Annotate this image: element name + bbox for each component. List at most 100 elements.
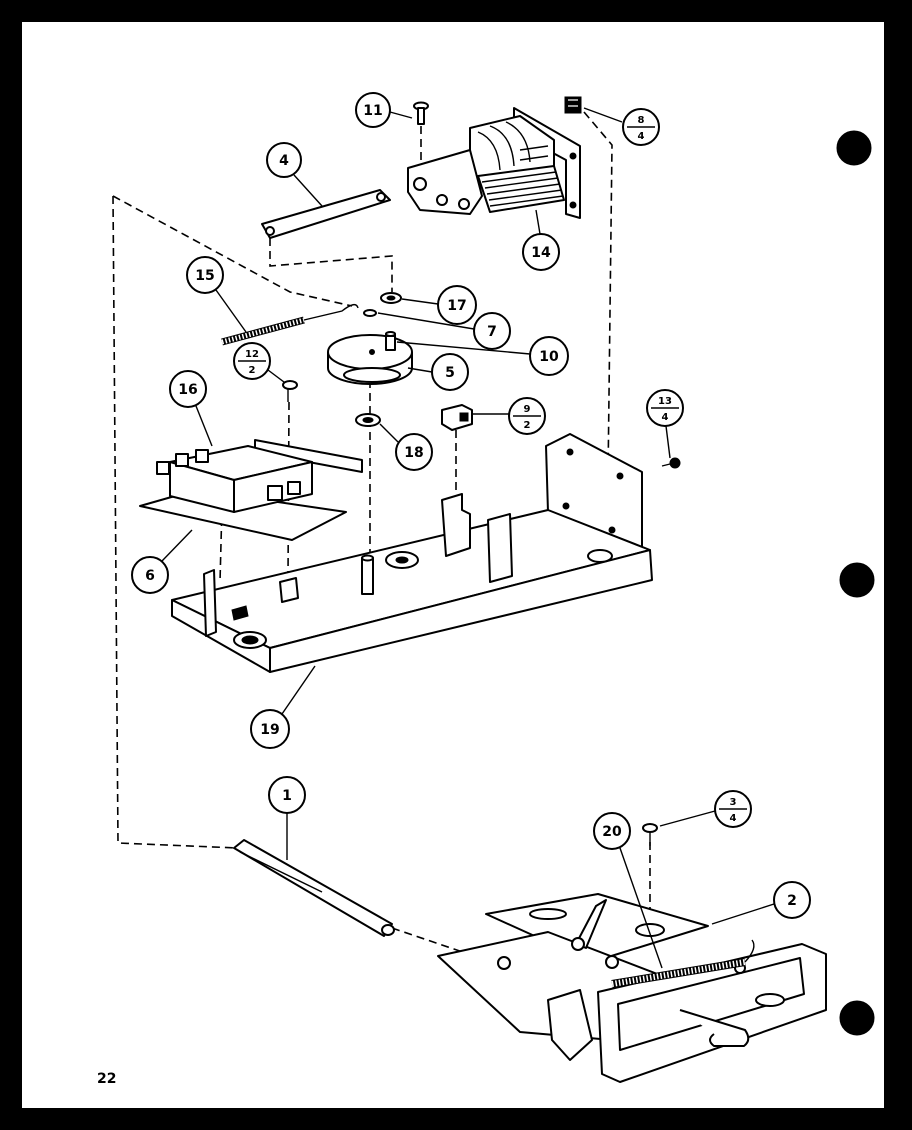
callout-2: 2 [711, 881, 811, 925]
callout-label: 18 [404, 445, 423, 461]
punch-hole [836, 130, 872, 166]
washer-7 [363, 309, 377, 317]
leader-line [711, 903, 775, 925]
callout-12-over-2: 12 2 [233, 342, 285, 383]
chassis-tab [203, 569, 217, 637]
callout-circle [431, 353, 469, 391]
chassis-hole-center [395, 556, 409, 564]
switch-terminal [195, 449, 209, 463]
washer-17 [380, 292, 402, 304]
callout-11: 11 [355, 92, 413, 128]
callout-17: 17 [401, 285, 477, 325]
punch-hole [839, 562, 875, 598]
chassis-side-bracket [545, 433, 643, 551]
callout-1: 1 [268, 776, 306, 860]
foot-hole [458, 198, 470, 210]
link-hole [265, 226, 275, 236]
switch-tab [267, 485, 283, 501]
callout-circle [355, 92, 391, 128]
leader-line [583, 107, 623, 123]
bracket-hole [566, 448, 574, 456]
shaft-1 [233, 839, 395, 937]
callout-circle [266, 142, 302, 178]
callout-10: 10 [396, 336, 569, 376]
screw-11 [413, 101, 429, 125]
clip-8 [564, 96, 582, 114]
screw-shank [661, 463, 671, 467]
callout-top: 13 [658, 396, 672, 407]
chassis-clip [279, 577, 299, 603]
clip-detail [568, 99, 578, 107]
callout-circle [473, 312, 511, 350]
spring-coils [221, 317, 305, 345]
callout-label: 6 [145, 568, 155, 584]
gear-pin [385, 335, 396, 351]
screw-3 [642, 823, 658, 846]
callout-circle [773, 881, 811, 919]
leader-line [293, 174, 323, 207]
bracket-2 [437, 893, 827, 1083]
screw-head [282, 380, 298, 390]
leader-line [281, 665, 316, 715]
leader-line [535, 209, 541, 235]
callout-6: 6 [131, 529, 193, 594]
motor [407, 107, 581, 219]
assembly-line [583, 111, 613, 479]
leader-line [407, 367, 433, 373]
callout-circle [522, 233, 560, 271]
callout-label: 1 [282, 788, 292, 804]
clip-body [564, 96, 582, 114]
spring-hook [303, 303, 359, 321]
assembly-line [112, 195, 353, 307]
motor-foot [407, 149, 483, 215]
bracket-pivot [571, 937, 585, 951]
callout-circle [593, 812, 631, 850]
callout-label: 14 [531, 245, 551, 261]
bracket-pivot [605, 955, 619, 969]
callout-bottom: 4 [638, 131, 645, 142]
bracket-hole [755, 993, 785, 1007]
callout-label: 11 [363, 103, 382, 119]
bracket-hook [679, 1009, 750, 1047]
bracket-hole [635, 923, 665, 937]
leader-line [195, 405, 213, 447]
block-9 [441, 404, 473, 431]
switch-tab [287, 481, 301, 495]
gear-5 [327, 334, 413, 385]
callout-19: 19 [250, 665, 316, 749]
foot-hole [413, 177, 427, 191]
leader-line [267, 369, 285, 383]
callout-8-over-4: 8 4 [583, 107, 660, 146]
chassis-19 [171, 433, 653, 673]
callout-7: 7 [377, 312, 511, 350]
assembly-line [287, 401, 290, 579]
callout-20: 20 [593, 812, 663, 969]
screw-12 [282, 380, 298, 402]
coil-windings [477, 121, 549, 171]
screw-13 [661, 457, 681, 469]
callout-top: 12 [245, 349, 259, 360]
leader-line [396, 341, 531, 355]
foot-hole [436, 194, 448, 206]
leader-line [389, 111, 413, 119]
chassis-hole [587, 549, 613, 563]
bracket-slot [529, 908, 567, 920]
punch-holes [836, 130, 875, 1036]
callout-label: 19 [260, 722, 279, 738]
callout-label: 10 [539, 349, 559, 365]
callout-label: 7 [487, 324, 497, 340]
link-4 [261, 189, 391, 239]
callout-5: 5 [407, 353, 469, 391]
bracket-hole [562, 502, 570, 510]
leader-line [379, 423, 399, 443]
callout-circle [186, 256, 224, 294]
callout-label: 17 [447, 298, 466, 314]
callout-label: 15 [195, 268, 214, 284]
callout-16: 16 [169, 370, 213, 447]
callout-bottom: 4 [662, 412, 669, 423]
chassis-post [361, 557, 374, 595]
gear-center [369, 349, 375, 355]
lamination-lines [481, 171, 564, 207]
callout-label: 2 [787, 893, 797, 909]
